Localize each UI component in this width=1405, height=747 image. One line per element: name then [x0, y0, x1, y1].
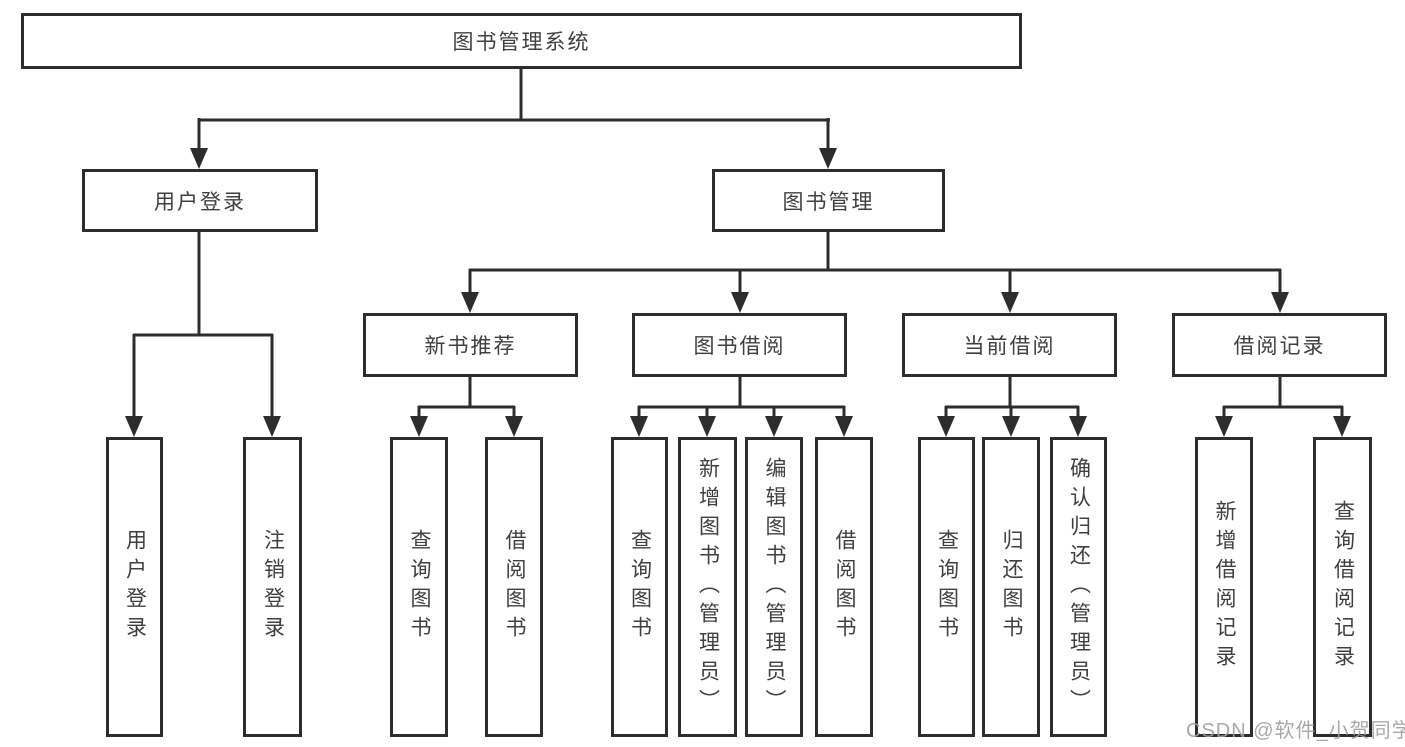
node-label: 当前借阅: [963, 335, 1056, 358]
node-user-login: 用户登录: [82, 169, 318, 232]
leaf-logout: 注销登录: [243, 437, 302, 737]
leaf-edit-book-admin: 编辑图书（管理员）: [745, 437, 803, 737]
node-label: 归还图书: [1000, 529, 1023, 645]
leaf-query-borrow-record: 查询借阅记录: [1313, 437, 1372, 737]
leaf-confirm-return-admin: 确认归还（管理员）: [1050, 437, 1107, 737]
node-label: 编辑图书（管理员）: [763, 456, 786, 718]
leaf-query-books-borrow: 查询图书: [611, 437, 668, 737]
leaf-add-book-admin: 新增图书（管理员）: [678, 437, 737, 737]
node-label: 新增图书（管理员）: [696, 456, 720, 718]
node-label: 查询图书: [935, 529, 959, 645]
leaf-query-books-recommend: 查询图书: [390, 437, 448, 737]
node-label: 借阅图书: [503, 529, 526, 645]
node-label: 注销登录: [261, 529, 285, 645]
node-root-system: 图书管理系统: [21, 13, 1022, 69]
csdn-watermark: CSDN @软件_小贺同学: [1186, 720, 1405, 742]
node-label: 图书管理系统: [452, 31, 591, 54]
node-label: 图书借阅: [693, 335, 786, 358]
leaf-borrow-books: 借阅图书: [815, 437, 873, 737]
leaf-add-borrow-record: 新增借阅记录: [1195, 437, 1253, 737]
node-label: 确认归还（管理员）: [1067, 456, 1091, 718]
node-label: 用户登录: [123, 529, 147, 645]
node-label: 用户登录: [154, 190, 246, 214]
node-current-borrow: 当前借阅: [902, 313, 1117, 377]
node-label: 查询图书: [628, 529, 652, 645]
leaf-return-books: 归还图书: [982, 437, 1040, 737]
leaf-query-books-current: 查询图书: [918, 437, 975, 737]
node-label: 借阅图书: [833, 529, 856, 645]
leaf-user-login: 用户登录: [106, 437, 163, 737]
node-label: 查询借阅记录: [1331, 500, 1355, 674]
node-label: 查询图书: [408, 529, 431, 645]
node-label: 新书推荐: [424, 335, 517, 358]
node-borrow-records: 借阅记录: [1172, 313, 1387, 377]
node-label: 图书管理: [782, 190, 875, 214]
node-label: 新增借阅记录: [1213, 500, 1236, 674]
node-book-management: 图书管理: [712, 169, 945, 232]
node-new-book-recommend: 新书推荐: [363, 313, 578, 377]
node-book-borrow: 图书借阅: [632, 313, 847, 377]
leaf-borrow-books-recommend: 借阅图书: [485, 437, 543, 737]
node-label: 借阅记录: [1233, 335, 1326, 358]
